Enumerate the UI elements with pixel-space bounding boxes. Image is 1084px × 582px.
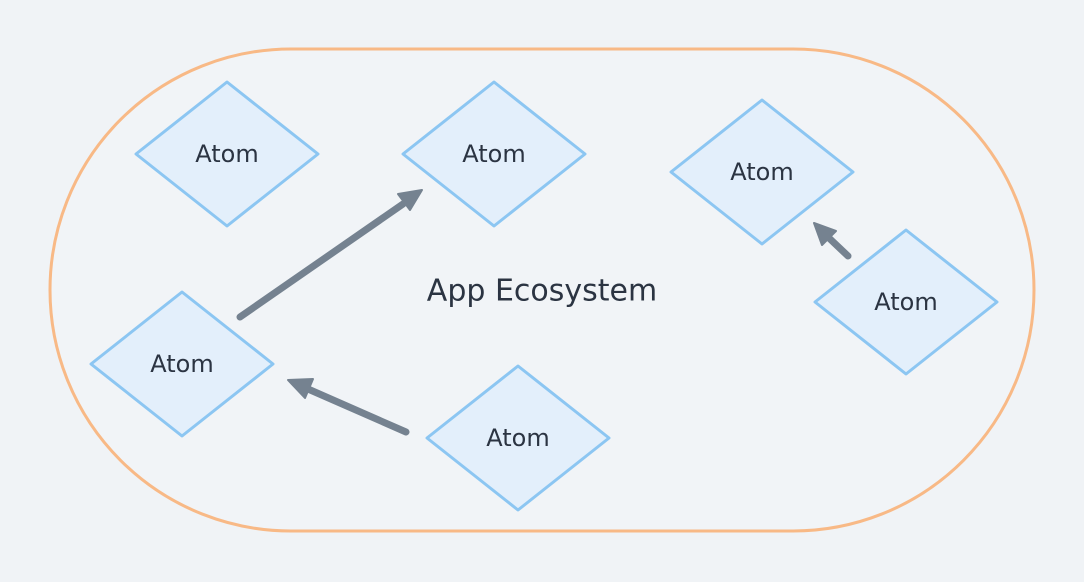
atom-node-3[interactable]: Atom <box>669 98 855 246</box>
atom-diamond <box>813 228 999 376</box>
atom-diamond <box>425 364 611 512</box>
atom-diamond <box>134 80 320 228</box>
atom-label: Atom <box>874 288 937 316</box>
arrowhead <box>813 222 837 246</box>
atom-diamond <box>401 80 587 228</box>
atom-node-4[interactable]: Atom <box>89 290 275 438</box>
atom-node-2[interactable]: Atom <box>401 80 587 228</box>
edge-atom6-to-atom4 <box>287 378 410 436</box>
arrowhead <box>397 189 423 211</box>
atom-diamond <box>89 290 275 438</box>
atom-label: Atom <box>195 140 258 168</box>
atom-label: Atom <box>462 140 525 168</box>
edge-atom5-to-atom3 <box>813 222 852 260</box>
atom-node-5[interactable]: Atom <box>813 228 999 376</box>
edge-atom4-to-atom2 <box>236 189 423 321</box>
ecosystem-label: App Ecosystem <box>427 274 657 309</box>
atom-label: Atom <box>150 350 213 378</box>
atom-label: Atom <box>730 158 793 186</box>
atom-node-6[interactable]: Atom <box>425 364 611 512</box>
atom-diamond <box>669 98 855 246</box>
atom-node-1[interactable]: Atom <box>134 80 320 228</box>
atom-label: Atom <box>486 424 549 452</box>
arrowhead <box>287 378 314 399</box>
